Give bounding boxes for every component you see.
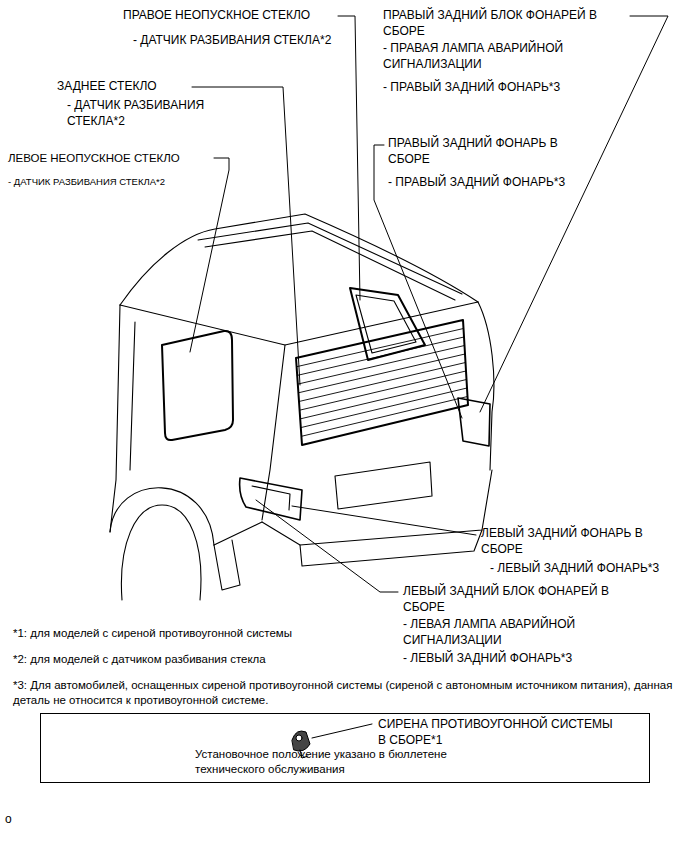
glass-inner xyxy=(356,295,416,353)
bumper xyxy=(262,470,492,545)
left-tail-lamp xyxy=(240,478,302,520)
note-text: Установочное положение указано в бюллете… xyxy=(195,747,465,777)
right-tail-lamp xyxy=(458,398,490,446)
left-tail-lamp-inner xyxy=(252,486,290,510)
sub-part: - ДАТЧИК РАЗБИВАНИЯ СТЕКЛА*2 xyxy=(8,176,208,188)
plate-recess xyxy=(335,462,432,509)
sub-part: - ПРАВАЯ ЛАМПА АВАРИЙНОЙ СИГНАЛИЗАЦИИ xyxy=(383,41,608,72)
footnote: *3: Для автомобилей, оснащенных сиреной … xyxy=(13,678,681,708)
roof-rail xyxy=(205,231,455,300)
note-box: СИРЕНА ПРОТИВОУГОННОЙ СИСТЕМЫ В СБОРЕ*1У… xyxy=(40,713,650,783)
part-name: СИРЕНА ПРОТИВОУГОННОЙ СИСТЕМЫ В СБОРЕ*1 xyxy=(378,717,618,748)
sub-part: - ЛЕВАЯ ЛАМПА АВАРИЙНОЙ СИГНАЛИЗАЦИИ xyxy=(403,617,633,648)
page-mark: o xyxy=(5,812,35,828)
roof-rail xyxy=(198,223,462,294)
part-name: ПРАВЫЙ ЗАДНИЙ БЛОК ФОНАРЕЙ В СБОРЕ xyxy=(383,8,623,39)
mud-flap xyxy=(214,540,240,590)
part-name: ЛЕВЫЙ ЗАДНИЙ БЛОК ФОНАРЕЙ В СБОРЕ xyxy=(403,584,643,615)
roof-outline xyxy=(120,214,478,305)
sub-part: - ДАТЧИК РАЗБИВАНИЯ СТЕКЛА*2 xyxy=(133,33,348,49)
leader-line xyxy=(190,158,229,352)
door-line xyxy=(130,322,135,470)
part-name: ЗАДНЕЕ СТЕКЛО xyxy=(57,79,187,95)
defroster-lines xyxy=(297,329,468,437)
leader-line xyxy=(480,16,668,412)
left-quarter-glass xyxy=(162,331,233,440)
part-name: ЛЕВОЕ НЕОПУСКНОЕ СТЕКЛО xyxy=(8,151,213,166)
bumper-lower xyxy=(300,530,482,566)
sub-part: - ЛЕВЫЙ ЗАДНИЙ ФОНАРЬ*3 xyxy=(403,651,633,667)
footnote: *2: для моделей с датчиком разбивания ст… xyxy=(13,652,673,667)
leader-line xyxy=(292,506,476,535)
part-name: ПРАВЫЙ ЗАДНИЙ ФОНАРЬ В СБОРЕ xyxy=(388,136,573,167)
leader-line xyxy=(338,16,360,300)
sub-part: - ПРАВЫЙ ЗАДНИЙ ФОНАРЬ*3 xyxy=(388,175,588,191)
wheel xyxy=(121,505,201,600)
sub-part: - ПРАВЫЙ ЗАДНИЙ ФОНАРЬ*3 xyxy=(383,80,608,96)
side-body xyxy=(110,305,120,532)
sub-part: - ЛЕВЫЙ ЗАДНИЙ ФОНАРЬ*3 xyxy=(490,561,685,577)
wheel-arch xyxy=(110,488,214,545)
footnote: *1: для моделей с сиреной противоугонной… xyxy=(13,626,673,641)
leader-line xyxy=(192,87,300,385)
sill xyxy=(214,522,262,545)
rear-glass xyxy=(296,320,468,445)
part-name: ЛЕВЫЙ ЗАДНИЙ ФОНАРЬ В СБОРЕ xyxy=(481,526,681,557)
sub-part: - ДАТЧИК РАЗБИВАНИЯ СТЕКЛА*2 xyxy=(67,98,232,129)
part-name: ПРАВОЕ НЕОПУСКНОЕ СТЕКЛО xyxy=(123,8,335,24)
rear-corner xyxy=(262,345,285,520)
leader-line xyxy=(256,500,398,592)
leader-line xyxy=(312,724,372,738)
